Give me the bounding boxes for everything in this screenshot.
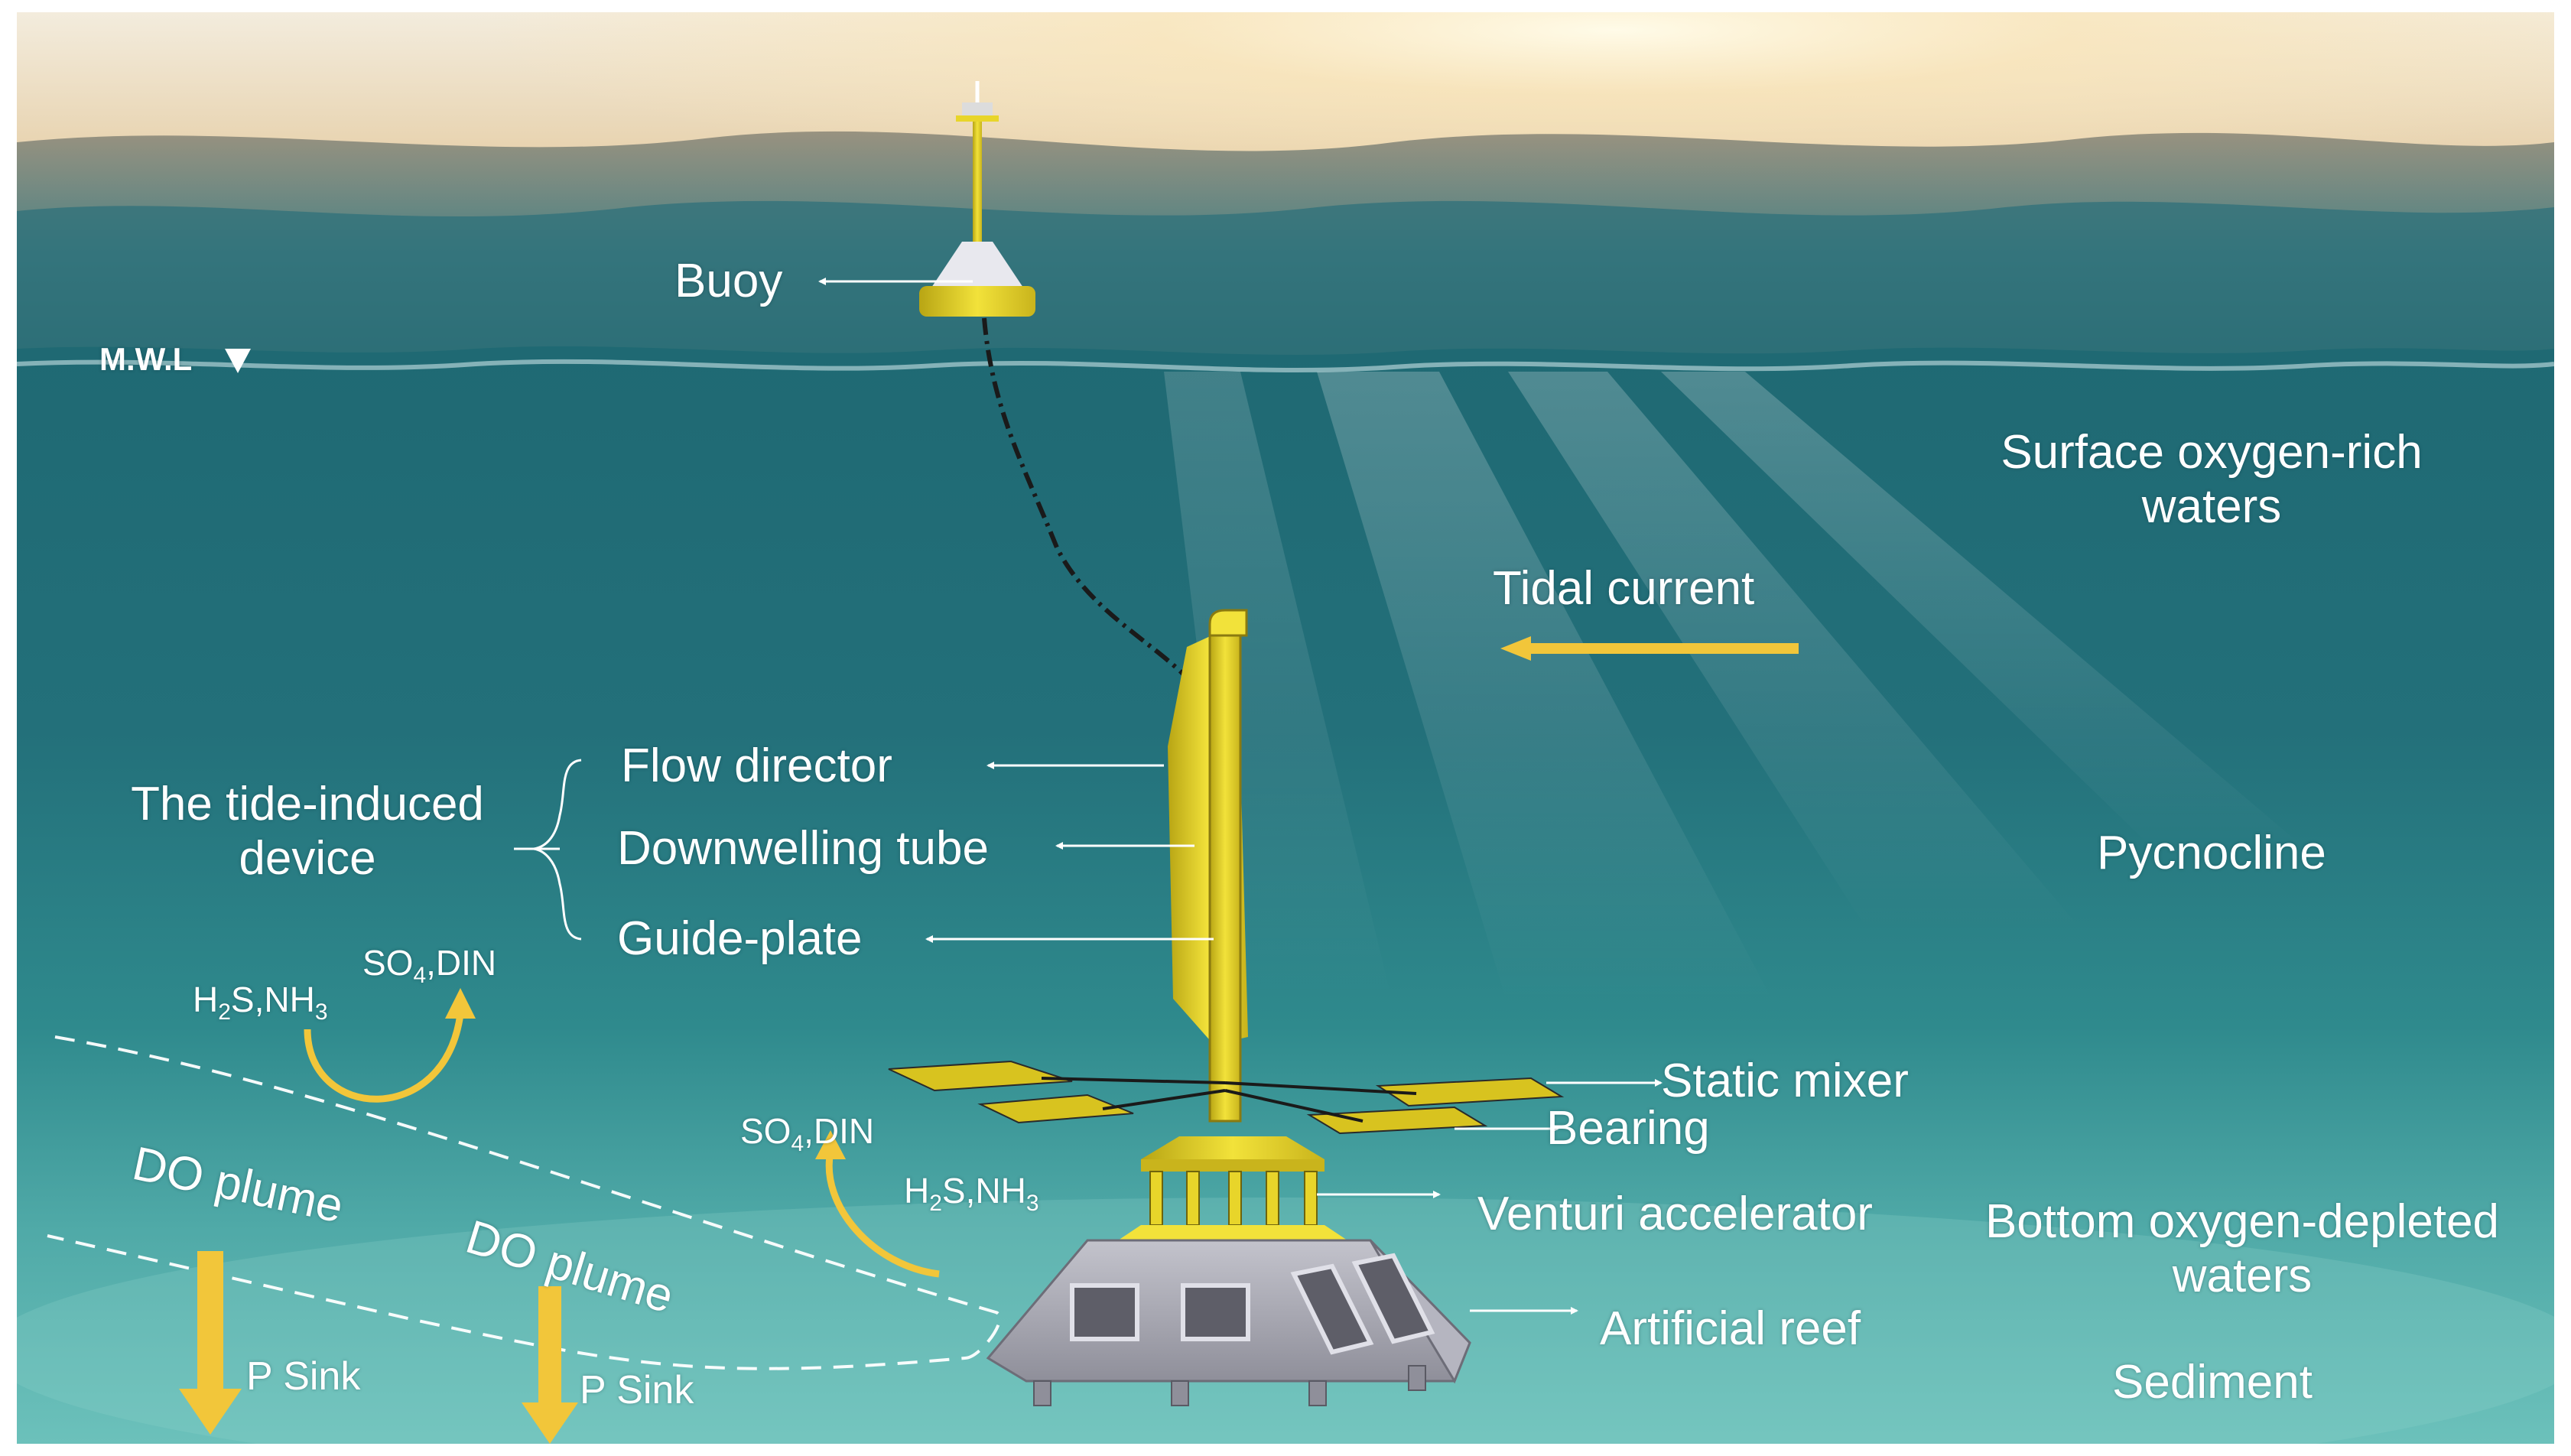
tidal-current-label: Tidal current xyxy=(1493,562,1755,615)
bottom-waters-line1: Bottom oxygen-depleted xyxy=(1984,1195,2500,1248)
p-sink-label-2: P Sink xyxy=(580,1368,694,1412)
static-mixer-label: Static mixer xyxy=(1661,1055,1909,1107)
bottom-waters-label: Bottom oxygen-depleted waters xyxy=(1952,1194,2533,1303)
buoy-label: Buoy xyxy=(674,255,783,307)
surface-waters-label: Surface oxygen-rich waters xyxy=(1952,425,2472,534)
chem-mid-so4-din: SO4,DIN xyxy=(740,1111,875,1157)
sediment-label: Sediment xyxy=(2112,1356,2313,1409)
mwl-label: M.W.L xyxy=(99,341,193,377)
p-sink-label-1: P Sink xyxy=(246,1354,361,1399)
artificial-reef-graphic xyxy=(986,1239,1471,1406)
device-label-line1: The tide-induced xyxy=(131,778,484,830)
ocean-scene xyxy=(17,12,2554,1444)
chem-left-so4-din: SO4,DIN xyxy=(362,943,497,989)
guide-plate-label: Guide-plate xyxy=(617,912,863,965)
venturi-accelerator-label: Venturi accelerator xyxy=(1477,1188,1873,1240)
chem-left-h2s-nh3: H2S,NH3 xyxy=(193,980,328,1025)
device-label-line2: device xyxy=(239,832,376,885)
surface-waters-line1: Surface oxygen-rich xyxy=(2001,426,2423,479)
pycnocline-label: Pycnocline xyxy=(2097,827,2326,879)
downwelling-tube-label: Downwelling tube xyxy=(617,822,989,875)
chem-mid-h2s-nh3: H2S,NH3 xyxy=(904,1171,1039,1217)
mwl-marker-icon xyxy=(225,349,251,373)
bearing-label: Bearing xyxy=(1546,1102,1710,1155)
device-label: The tide-induced device xyxy=(93,777,522,886)
surface-waters-line2: waters xyxy=(2141,480,2282,533)
diagram-frame: M.W.L Buoy Surface oxygen-rich waters Ti… xyxy=(17,12,2554,1444)
flow-director-label: Flow director xyxy=(621,739,892,792)
buoy-graphic xyxy=(919,81,1035,317)
p-sink-arrows xyxy=(179,1251,578,1444)
artificial-reef-label: Artificial reef xyxy=(1600,1302,1861,1355)
bottom-waters-line2: waters xyxy=(2172,1250,2313,1302)
